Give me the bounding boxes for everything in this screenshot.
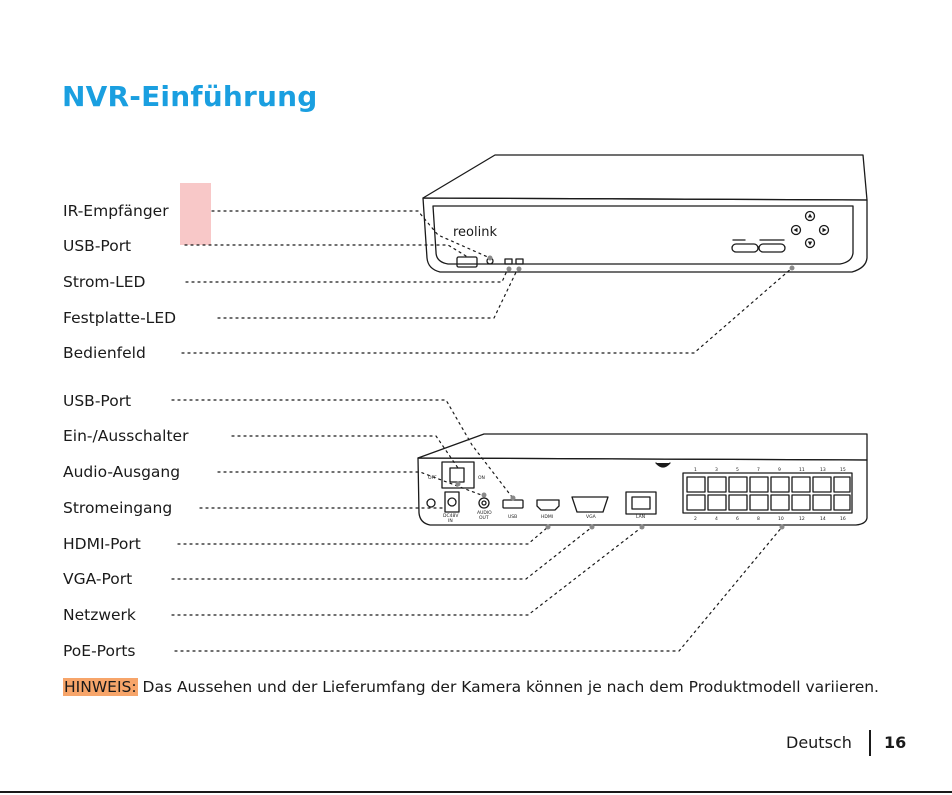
label-hdd-led: Festplatte-LED	[63, 309, 177, 327]
brand-logo: reolink	[453, 225, 497, 240]
poe-top-number: 7	[757, 467, 760, 473]
poe-top-number: 1	[694, 467, 697, 473]
label-vga-port: VGA-Port	[63, 570, 133, 588]
poe-bottom-number: 4	[715, 516, 718, 522]
audio-label: AUDIO	[477, 510, 492, 516]
label-usb-port-front: USB-Port	[63, 237, 132, 255]
poe-port-grid	[686, 476, 851, 511]
lan-label: LAN	[636, 514, 645, 520]
nvr-front-view	[422, 154, 868, 273]
poe-bottom-number: 16	[840, 516, 846, 522]
footer-divider	[869, 730, 871, 756]
label-audio-out: Audio-Ausgang	[63, 463, 181, 481]
label-hdmi-port: HDMI-Port	[63, 535, 141, 553]
highlight-marker	[180, 183, 211, 245]
label-network: Netzwerk	[63, 606, 136, 624]
poe-bottom-number: 14	[820, 516, 826, 522]
bottom-rule	[0, 791, 952, 793]
switch-on-label: ON	[478, 475, 485, 481]
label-power-led: Strom-LED	[63, 273, 146, 291]
note-label: HINWEIS:	[63, 678, 138, 696]
nvr-rear-view	[417, 433, 868, 526]
vga-label: VGA	[586, 514, 597, 520]
poe-top-number: 3	[715, 467, 718, 473]
poe-bottom-number: 6	[736, 516, 739, 522]
audio-out-label: OUT	[479, 515, 489, 521]
poe-bottom-number: 10	[778, 516, 784, 522]
note: HINWEIS: Das Aussehen und der Lieferumfa…	[63, 676, 883, 698]
poe-bottom-number: 12	[799, 516, 805, 522]
poe-bottom-number: 8	[757, 516, 760, 522]
dc-in-label: IN	[448, 518, 453, 524]
label-control-panel: Bedienfeld	[63, 344, 146, 362]
label-ir-receiver: IR-Empfänger	[63, 202, 169, 220]
label-usb-port-rear: USB-Port	[63, 392, 132, 410]
page-number: 16	[884, 733, 907, 752]
switch-off-label: OFF	[428, 475, 437, 481]
poe-top-number: 13	[820, 467, 826, 473]
poe-bottom-number: 2	[694, 516, 697, 522]
label-power-input: Stromeingang	[63, 499, 173, 517]
poe-top-number: 15	[840, 467, 846, 473]
poe-top-number: 9	[778, 467, 781, 473]
usb-label: USB	[508, 514, 517, 520]
poe-top-number: 5	[736, 467, 739, 473]
dc-label: DC48V	[443, 513, 459, 519]
poe-top-number: 11	[799, 467, 805, 473]
hdmi-label: HDMI	[541, 514, 553, 520]
note-text: Das Aussehen und der Lieferumfang der Ka…	[137, 678, 879, 696]
label-power-switch: Ein-/Ausschalter	[63, 427, 189, 445]
page-title: NVR-Einführung	[62, 80, 318, 113]
label-poe-ports: PoE-Ports	[63, 642, 136, 660]
footer-language: Deutsch	[786, 733, 852, 752]
